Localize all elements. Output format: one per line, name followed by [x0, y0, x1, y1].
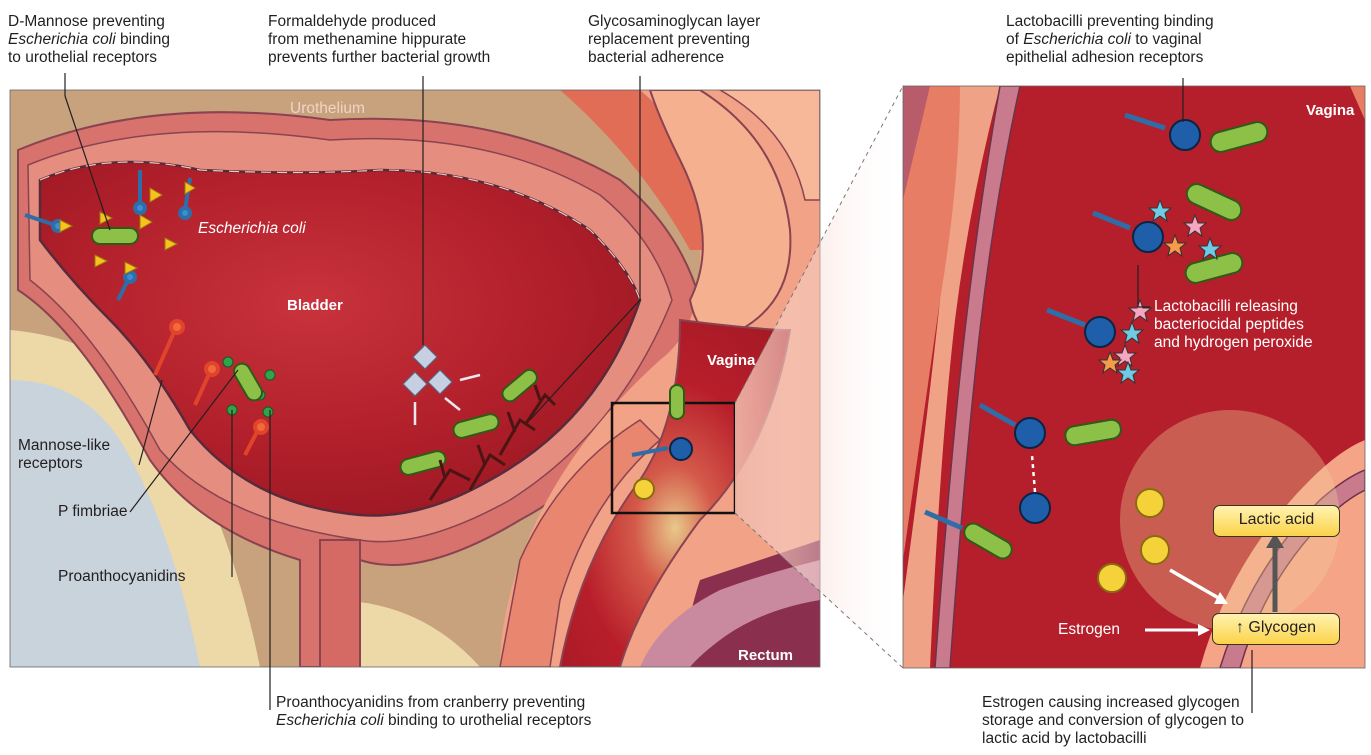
caption-line: storage and conversion of glycogen to — [982, 712, 1282, 730]
label-estrogen: Estrogen — [1058, 621, 1120, 639]
caption-line: Escherichia coli binding to urothelial r… — [276, 712, 756, 730]
caption-text: to vaginal — [1131, 31, 1202, 48]
caption-d-mannose: D-Mannose preventing Escherichia coli bi… — [8, 13, 268, 67]
caption-line: from methenamine hippurate — [268, 31, 568, 49]
caption-line: Formaldehyde produced — [268, 13, 568, 31]
label-ecoli: Escherichia coli — [198, 220, 306, 238]
caption-cranberry: Proanthocyanidins from cranberry prevent… — [276, 694, 756, 730]
caption-line: and hydrogen peroxide — [1154, 334, 1364, 352]
label-rectum: Rectum — [738, 647, 793, 664]
caption-lacto-release: Lactobacilli releasing bacteriocidal pep… — [1154, 298, 1364, 352]
caption-text: of — [1006, 31, 1023, 48]
species-name: Escherichia coli — [8, 31, 116, 48]
caption-gag: Glycosaminoglycan layer replacement prev… — [588, 13, 828, 67]
caption-formaldehyde: Formaldehyde produced from methenamine h… — [268, 13, 568, 67]
species-name: Escherichia coli — [276, 712, 384, 729]
label-mannose-like-receptors: Mannose-like receptors — [18, 437, 110, 473]
label-line: receptors — [18, 455, 110, 473]
label-vagina-right: Vagina — [1306, 102, 1354, 119]
caption-line: of Escherichia coli to vaginal — [1006, 31, 1286, 49]
caption-line: Lactobacilli releasing — [1154, 298, 1364, 316]
caption-text: binding — [116, 31, 170, 48]
ecoli-bacterium — [92, 228, 138, 244]
caption-line: Glycosaminoglycan layer — [588, 13, 828, 31]
caption-line: bacteriocidal peptides — [1154, 316, 1364, 334]
caption-estrogen-effect: Estrogen causing increased glycogen stor… — [982, 694, 1282, 748]
caption-line: replacement preventing — [588, 31, 828, 49]
label-bladder: Bladder — [287, 297, 343, 314]
caption-text: binding to urothelial receptors — [384, 712, 592, 729]
caption-line: Proanthocyanidins from cranberry prevent… — [276, 694, 756, 712]
caption-lactobacilli-binding: Lactobacilli preventing binding of Esche… — [1006, 13, 1286, 67]
box-lactic-acid: Lactic acid — [1213, 505, 1340, 537]
label-p-fimbriae: P fimbriae — [58, 503, 128, 521]
label-proanthocyanidins: Proanthocyanidins — [58, 568, 186, 586]
label-vagina-left: Vagina — [707, 352, 755, 369]
caption-line: prevents further bacterial growth — [268, 49, 568, 67]
species-name: Escherichia coli — [1023, 31, 1131, 48]
caption-line: bacterial adherence — [588, 49, 828, 67]
caption-line: D-Mannose preventing — [8, 13, 268, 31]
caption-line: Lactobacilli preventing binding — [1006, 13, 1286, 31]
box-glycogen: ↑ Glycogen — [1212, 613, 1340, 645]
caption-line: lactic acid by lactobacilli — [982, 730, 1282, 748]
caption-line: to urothelial receptors — [8, 49, 268, 67]
caption-line: Estrogen causing increased glycogen — [982, 694, 1282, 712]
label-line: Mannose-like — [18, 437, 110, 455]
caption-line: Escherichia coli binding — [8, 31, 268, 49]
label-urothelium: Urothelium — [290, 100, 365, 118]
right-panel — [903, 86, 1365, 668]
caption-line: epithelial adhesion receptors — [1006, 49, 1286, 67]
